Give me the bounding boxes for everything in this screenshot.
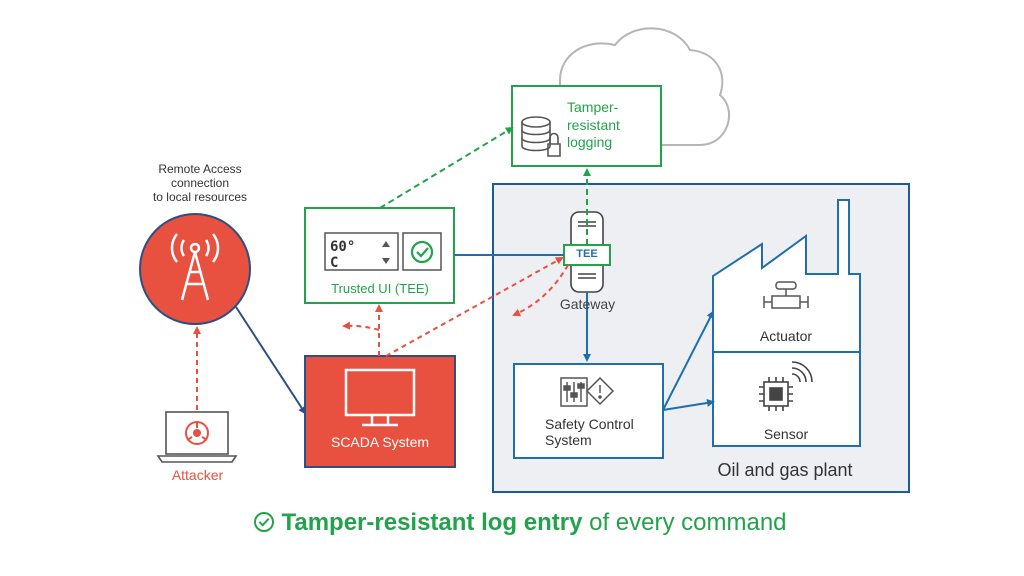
valve-icon xyxy=(763,281,809,309)
actuator-label: Actuator xyxy=(759,328,813,344)
factory-outline xyxy=(712,199,861,447)
scada-blocked-arrow xyxy=(342,321,380,331)
footer-bold-text: Tamper-resistant log entry xyxy=(281,509,583,536)
scada-to-gateway-arrow xyxy=(385,257,564,357)
scada-label: SCADA System xyxy=(330,434,430,450)
safety-control-label: Safety Control System xyxy=(545,416,634,449)
monitor-icon xyxy=(344,368,416,427)
check-circle-icon xyxy=(410,240,434,264)
radio-tower-icon xyxy=(170,233,220,301)
temperature-display xyxy=(324,232,399,271)
trusted-ui-to-logging-arrow xyxy=(379,126,514,209)
footer-caption: Tamper-resistant log entry of every comm… xyxy=(200,509,840,537)
check-circle-icon xyxy=(254,512,275,532)
tee-label: TEE xyxy=(576,248,598,260)
tamper-logging-label: Tamper- resistant logging xyxy=(567,99,620,150)
control-panel-icon xyxy=(560,376,615,407)
safety-to-actuator-arrow xyxy=(662,310,714,411)
chip-icon xyxy=(759,361,813,411)
trusted-ui-label: Trusted UI (TEE) xyxy=(331,281,429,296)
gateway-label: Gateway xyxy=(559,296,616,312)
attacker-label: Attacker xyxy=(171,467,224,483)
sensor-label: Sensor xyxy=(763,426,809,442)
gateway-blocked-arrow xyxy=(512,264,569,317)
safety-to-sensor-arrow xyxy=(662,398,715,411)
safety-control-box xyxy=(513,363,664,459)
check-panel xyxy=(402,232,442,271)
database-lock-icon xyxy=(521,116,561,157)
temperature-value: 60° C xyxy=(330,239,356,272)
remote-access-label: Remote Access connection to local resour… xyxy=(152,162,248,204)
tamper-logging-box xyxy=(511,85,662,167)
remote-to-scada-arrow xyxy=(235,306,307,415)
remote-access-circle xyxy=(139,213,251,325)
scada-box xyxy=(304,355,456,468)
plant-label: Oil and gas plant xyxy=(717,460,853,480)
biohazard-laptop-icon xyxy=(156,411,238,463)
footer-rest-text: of every command xyxy=(582,509,787,536)
